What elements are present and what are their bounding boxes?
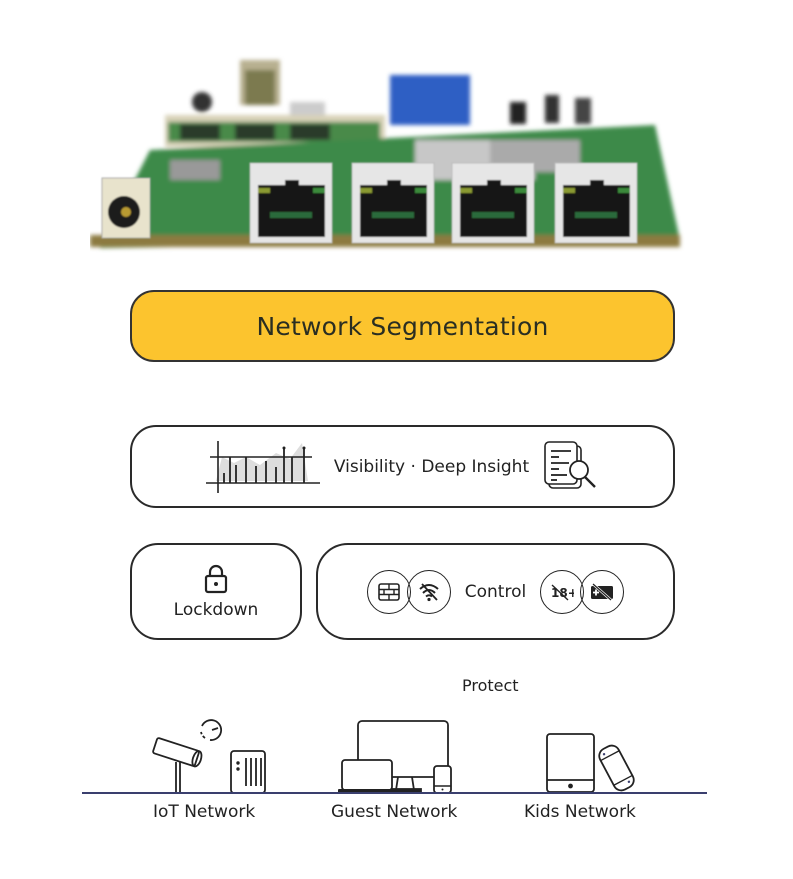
ad-block-icon (580, 569, 625, 614)
network-segmentation-banner: Network Segmentation (130, 290, 675, 362)
laptop-icon (338, 759, 396, 793)
smart-speaker-icon (230, 750, 266, 794)
control-label: Control (464, 581, 527, 602)
game-console-icon (598, 744, 635, 792)
network-segmentation-label: Network Segmentation (256, 311, 549, 341)
board-illustration (90, 60, 680, 248)
wifi-off-icon (406, 569, 451, 614)
gauge-icon (200, 719, 222, 741)
control-panel: Control 18+ (316, 543, 675, 640)
ethernet-port (351, 162, 435, 244)
adult-content-block-icon: 18+ (540, 569, 585, 614)
guest-network-label: Guest Network (331, 802, 458, 822)
ethernet-port (554, 162, 638, 244)
traffic-chart-icon (204, 439, 322, 495)
kids-device-icons (545, 730, 640, 794)
protect-label: Protect (462, 676, 519, 695)
lockdown-panel: Lockdown (130, 543, 302, 640)
ethernet-ports (249, 162, 638, 244)
visibility-label: Visibility · Deep Insight (333, 456, 530, 477)
ethernet-port (451, 162, 535, 244)
tablet-icon (546, 733, 595, 793)
iot-device-icons (150, 718, 275, 794)
iot-network-label: IoT Network (153, 802, 256, 822)
camera-icon (152, 737, 203, 792)
document-search-icon (543, 440, 601, 494)
ethernet-port (249, 162, 333, 244)
network-baseline (82, 792, 707, 794)
firewall-icon (366, 569, 411, 614)
guest-device-icons (338, 720, 458, 794)
lockdown-label: Lockdown (173, 599, 259, 620)
hardware-board-image (90, 40, 690, 270)
padlock-icon (204, 564, 228, 594)
visibility-panel: Visibility · Deep Insight (130, 425, 675, 508)
phone-icon (433, 765, 452, 794)
kids-network-label: Kids Network (524, 802, 636, 822)
